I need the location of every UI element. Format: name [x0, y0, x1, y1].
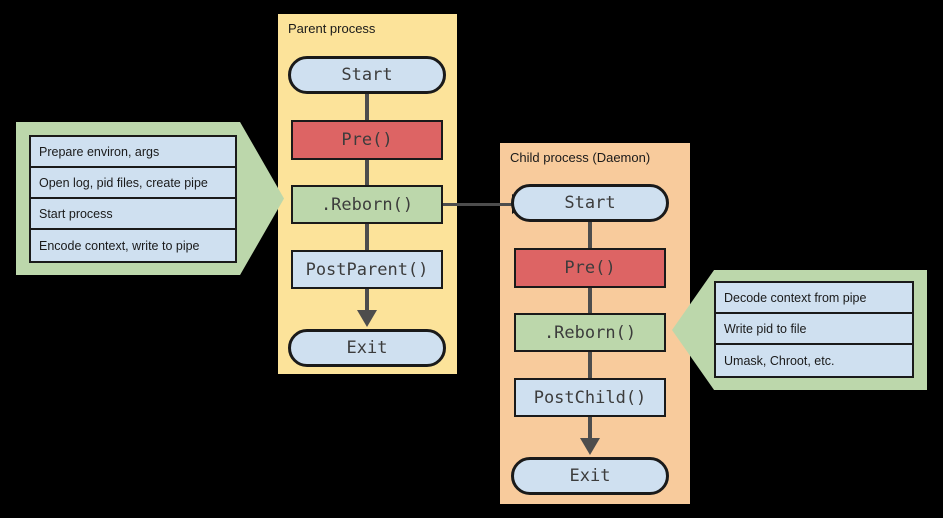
list-item: Decode context from pipe [716, 283, 912, 314]
parent-node-start[interactable]: Start [288, 56, 446, 94]
parent-panel-title: Parent process [288, 21, 376, 36]
parent-node-postparent[interactable]: PostParent() [291, 250, 443, 289]
fork-connector-line [443, 203, 516, 206]
list-item: Open log, pid files, create pipe [31, 168, 235, 199]
child-node-postchild[interactable]: PostChild() [514, 378, 666, 417]
parent-connector-reborn-postparent [365, 222, 369, 256]
child-node-reborn[interactable]: .Reborn() [514, 313, 666, 352]
child-reborn-callout-list: Decode context from pipe Write pid to fi… [714, 281, 914, 378]
child-connector-start-pre [588, 220, 592, 256]
child-connector-postchild-exit [588, 415, 592, 444]
child-panel-title: Child process (Daemon) [510, 150, 651, 165]
list-item: Encode context, write to pipe [39, 238, 200, 253]
parent-connector-start-pre [365, 92, 369, 128]
parent-arrowhead-exit [357, 310, 377, 327]
parent-reborn-callout: Prepare environ, args Open log, pid file… [16, 122, 284, 275]
child-connector-reborn-postchild [588, 350, 592, 384]
child-reborn-callout: Decode context from pipe Write pid to fi… [672, 270, 927, 390]
child-node-exit[interactable]: Exit [511, 457, 669, 495]
parent-reborn-callout-list: Prepare environ, args Open log, pid file… [29, 135, 237, 263]
parent-node-pre[interactable]: Pre() [291, 120, 443, 160]
parent-connector-postparent-exit [365, 287, 369, 316]
list-item: Prepare environ, args [31, 137, 235, 168]
child-node-start[interactable]: Start [511, 184, 669, 222]
parent-node-exit[interactable]: Exit [288, 329, 446, 367]
child-arrowhead-exit [580, 438, 600, 455]
child-node-pre[interactable]: Pre() [514, 248, 666, 288]
child-connector-pre-reborn [588, 286, 592, 318]
list-item: Umask, Chroot, etc. [724, 353, 835, 368]
list-item: Write pid to file [716, 314, 912, 345]
list-item: Start process [31, 199, 235, 230]
parent-node-reborn[interactable]: .Reborn() [291, 185, 443, 224]
parent-connector-pre-reborn [365, 158, 369, 190]
